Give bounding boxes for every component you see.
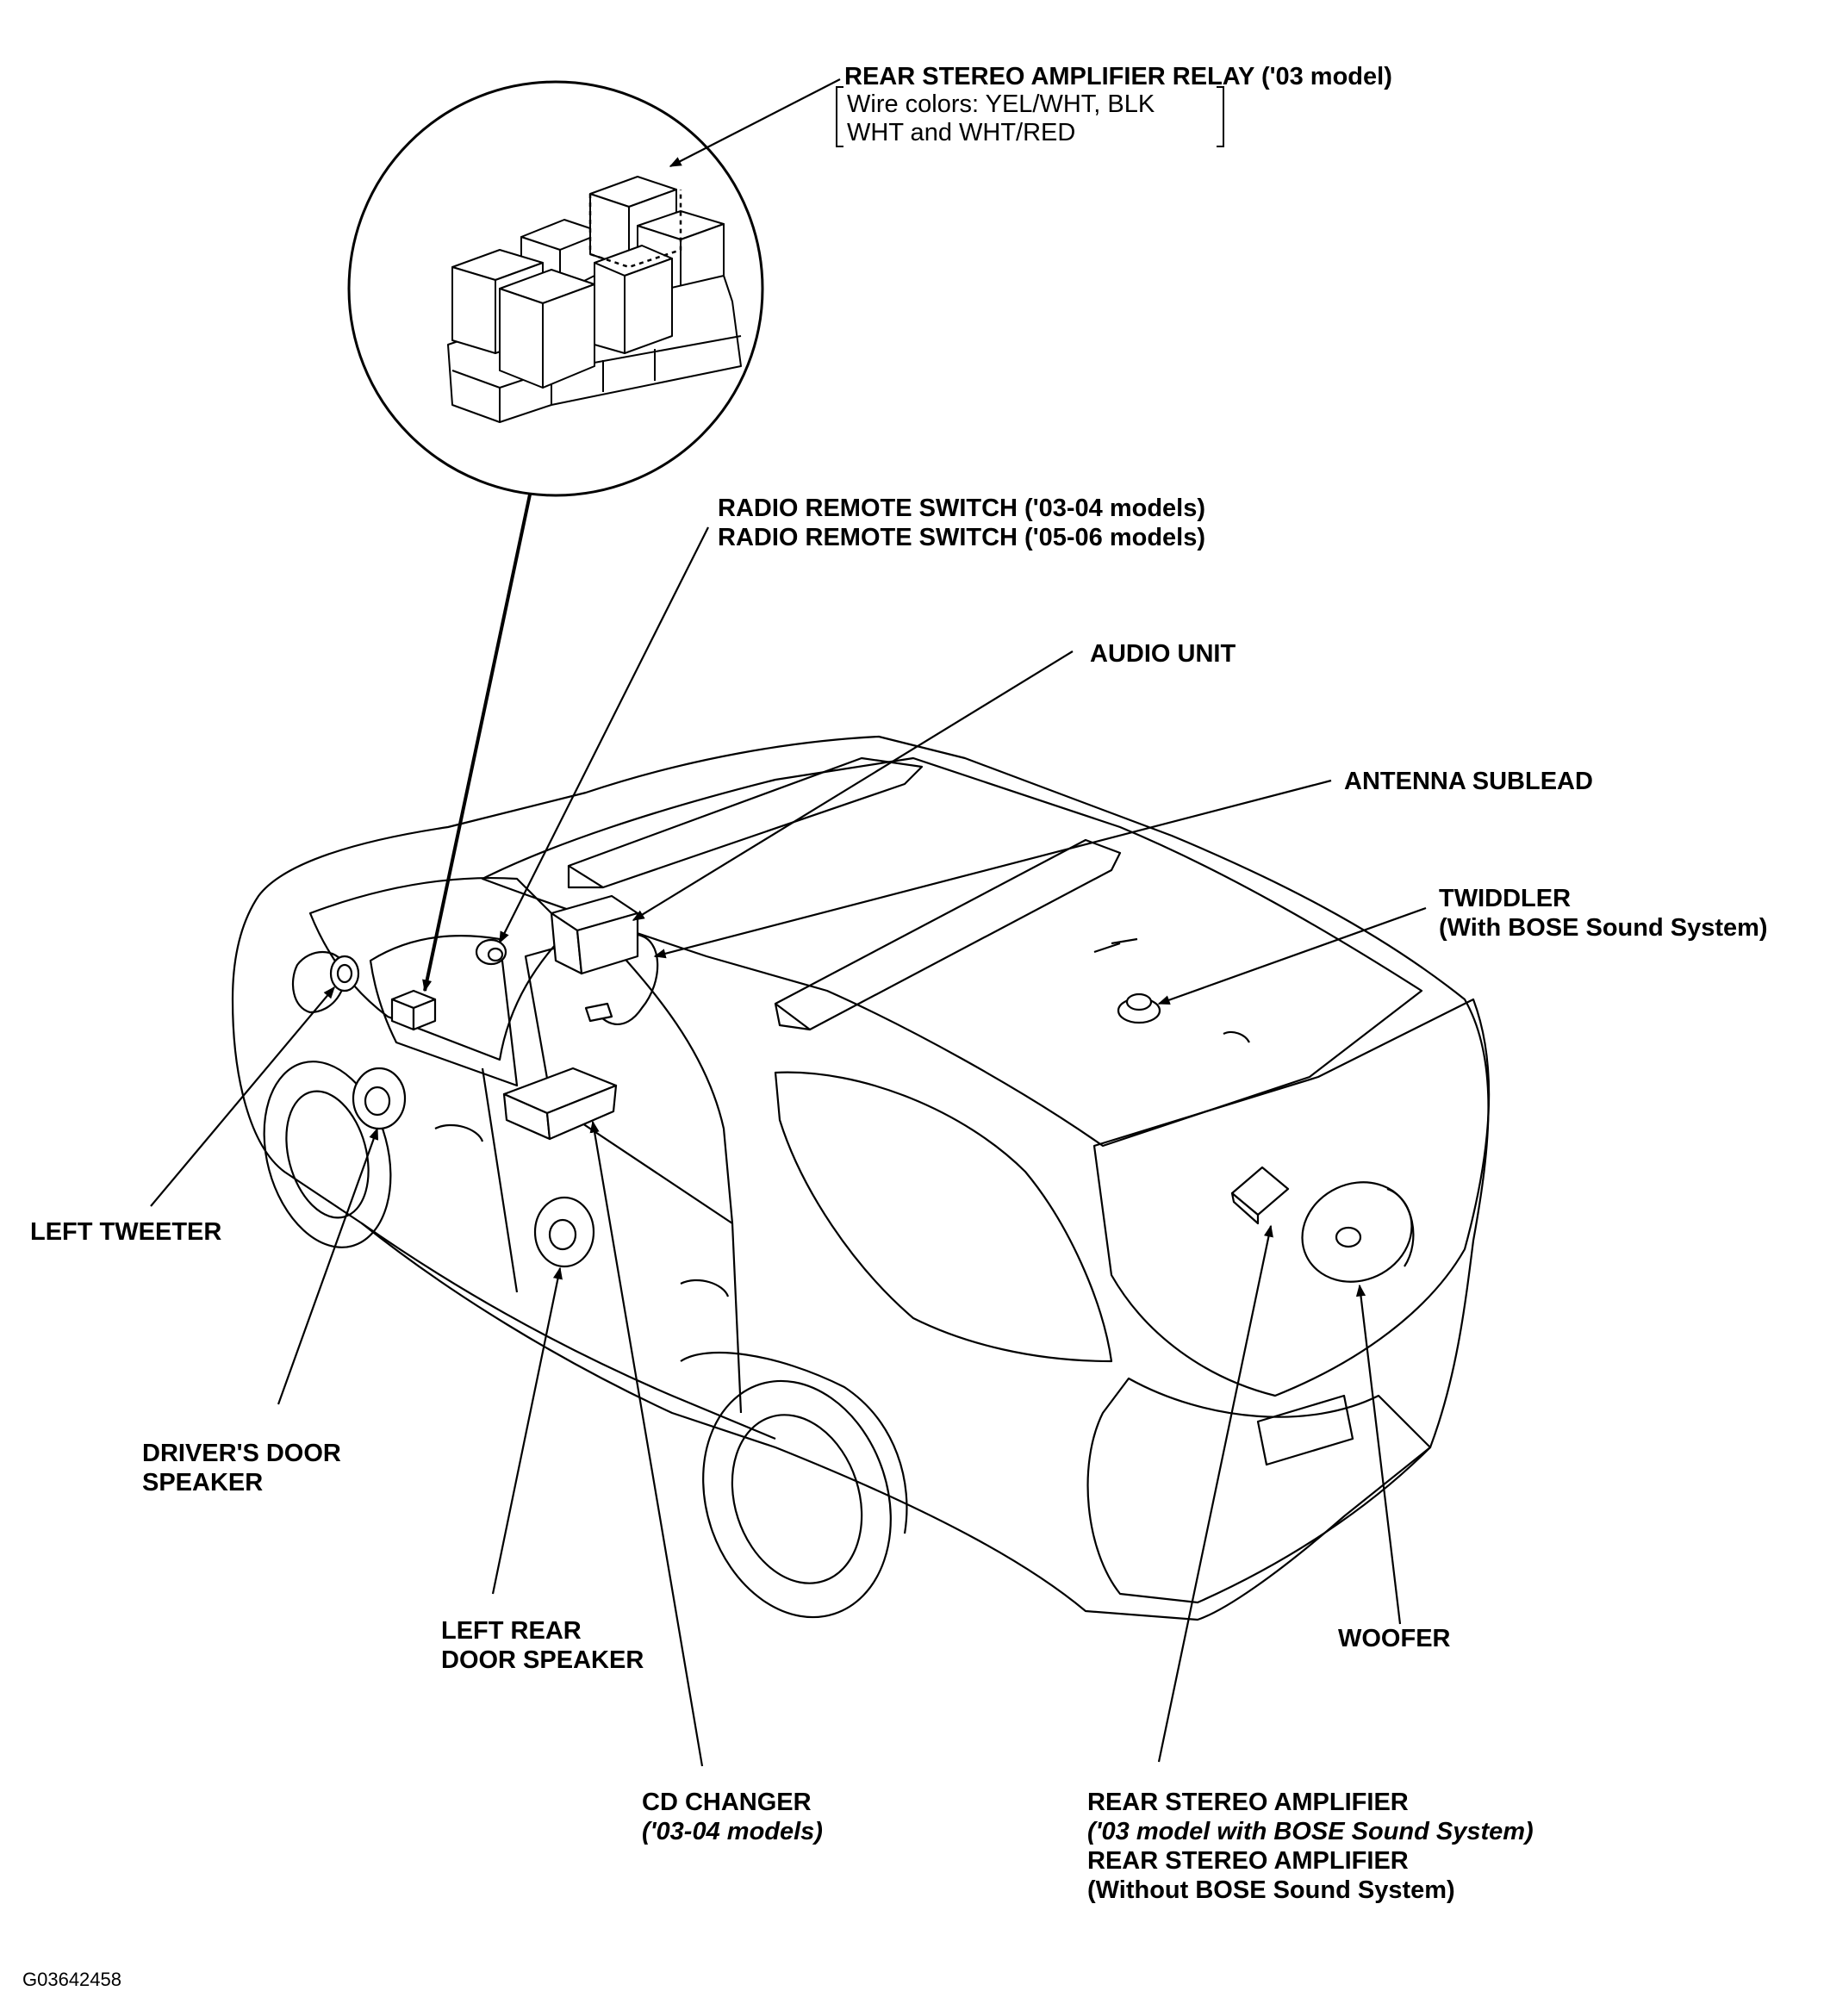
drivers-door-speaker-label: DRIVER'S DOOR SPEAKER (142, 1439, 341, 1497)
woofer-icon (1301, 1181, 1415, 1283)
leader-left-rear-door-speaker (491, 1266, 563, 1595)
figure-code: G03642458 (22, 1969, 121, 1990)
cd-changer-icon (502, 1067, 618, 1141)
radio-remote-switch-label: RADIO REMOTE SWITCH ('03-04 models) RADI… (718, 494, 1205, 552)
cd-changer-line-1: CD CHANGER (642, 1789, 812, 1816)
leader-twiddler (1157, 906, 1427, 1005)
relay-box-small-icon (390, 989, 437, 1031)
audio-unit-text: AUDIO UNIT (1090, 640, 1236, 668)
antenna-sublead-cable (594, 933, 659, 1025)
wire-colors-bracket (836, 86, 1224, 147)
rear-stereo-amplifier-label: REAR STEREO AMPLIFIER ('03 model with BO… (1087, 1788, 1534, 1905)
rear-stereo-amplifier-line-1: REAR STEREO AMPLIFIER (1087, 1789, 1409, 1816)
rear-stereo-amplifier-line-3: REAR STEREO AMPLIFIER (1087, 1847, 1409, 1875)
relay-detail-magnifier (347, 80, 764, 497)
leader-drivers-door-speaker (277, 1127, 379, 1405)
drivers-door-speaker-icon (352, 1067, 407, 1130)
audio-unit-label: AUDIO UNIT (1090, 639, 1236, 669)
radio-remote-switch-line-2: RADIO REMOTE SWITCH ('05-06 models) (718, 524, 1206, 551)
wire-colors-line-2: WHT and WHT/RED (847, 119, 1076, 146)
left-tweeter-text: LEFT TWEETER (30, 1218, 222, 1246)
leader-left-tweeter (150, 986, 335, 1207)
drivers-door-speaker-line-1: DRIVER'S DOOR (142, 1440, 341, 1467)
rear-amp-relay-title: REAR STEREO AMPLIFIER RELAY ('03 model) (844, 63, 1392, 90)
rear-amp-relay-label: REAR STEREO AMPLIFIER RELAY ('03 model) (844, 62, 1392, 91)
radio-remote-switch-icon (475, 938, 507, 966)
leader-relay-to-box (422, 494, 532, 992)
antenna-sublead-plug (584, 1002, 613, 1023)
drivers-door-speaker-line-2: SPEAKER (142, 1469, 264, 1496)
woofer-text: WOOFER (1338, 1625, 1451, 1652)
rear-stereo-amplifier-icon (1230, 1166, 1290, 1225)
leader-rear-stereo-amplifier (1157, 1224, 1273, 1763)
twiddler-line-2: (With BOSE Sound System) (1439, 914, 1768, 942)
antenna-sublead-text: ANTENNA SUBLEAD (1344, 768, 1593, 795)
wire-colors-line-1: Wire colors: YEL/WHT, BLK (847, 90, 1155, 118)
leader-antenna-sublead (653, 779, 1332, 959)
rear-stereo-amplifier-line-4: (Without BOSE Sound System) (1087, 1876, 1455, 1904)
leader-radio-remote-switch (499, 526, 709, 944)
rear-stereo-amplifier-line-2: ('03 model with BOSE Sound System) (1087, 1818, 1534, 1845)
left-rear-door-speaker-label: LEFT REAR DOOR SPEAKER (441, 1616, 644, 1675)
twiddler-line-1: TWIDDLER (1439, 885, 1572, 912)
left-tweeter-icon (329, 955, 360, 992)
vehicle-outline (231, 735, 1491, 1621)
leader-rear-amp-relay (669, 78, 841, 167)
antenna-sublead-label: ANTENNA SUBLEAD (1344, 767, 1593, 796)
cd-changer-line-2: ('03-04 models) (642, 1818, 823, 1845)
wire-colors-text: Wire colors: YEL/WHT, BLK WHT and WHT/RE… (847, 90, 1155, 147)
twiddler-icon (1117, 992, 1161, 1024)
left-rear-door-speaker-icon (533, 1196, 595, 1268)
left-rear-door-speaker-line-1: LEFT REAR (441, 1617, 582, 1645)
leader-woofer (1355, 1284, 1402, 1625)
left-rear-door-speaker-line-2: DOOR SPEAKER (441, 1646, 644, 1674)
leader-cd-changer (589, 1120, 704, 1767)
left-tweeter-label: LEFT TWEETER (30, 1217, 221, 1247)
twiddler-label: TWIDDLER (With BOSE Sound System) (1439, 884, 1768, 943)
leader-audio-unit (632, 650, 1074, 921)
cd-changer-label: CD CHANGER ('03-04 models) (642, 1788, 823, 1846)
radio-remote-switch-line-1: RADIO REMOTE SWITCH ('03-04 models) (718, 495, 1206, 522)
woofer-label: WOOFER (1338, 1624, 1451, 1653)
